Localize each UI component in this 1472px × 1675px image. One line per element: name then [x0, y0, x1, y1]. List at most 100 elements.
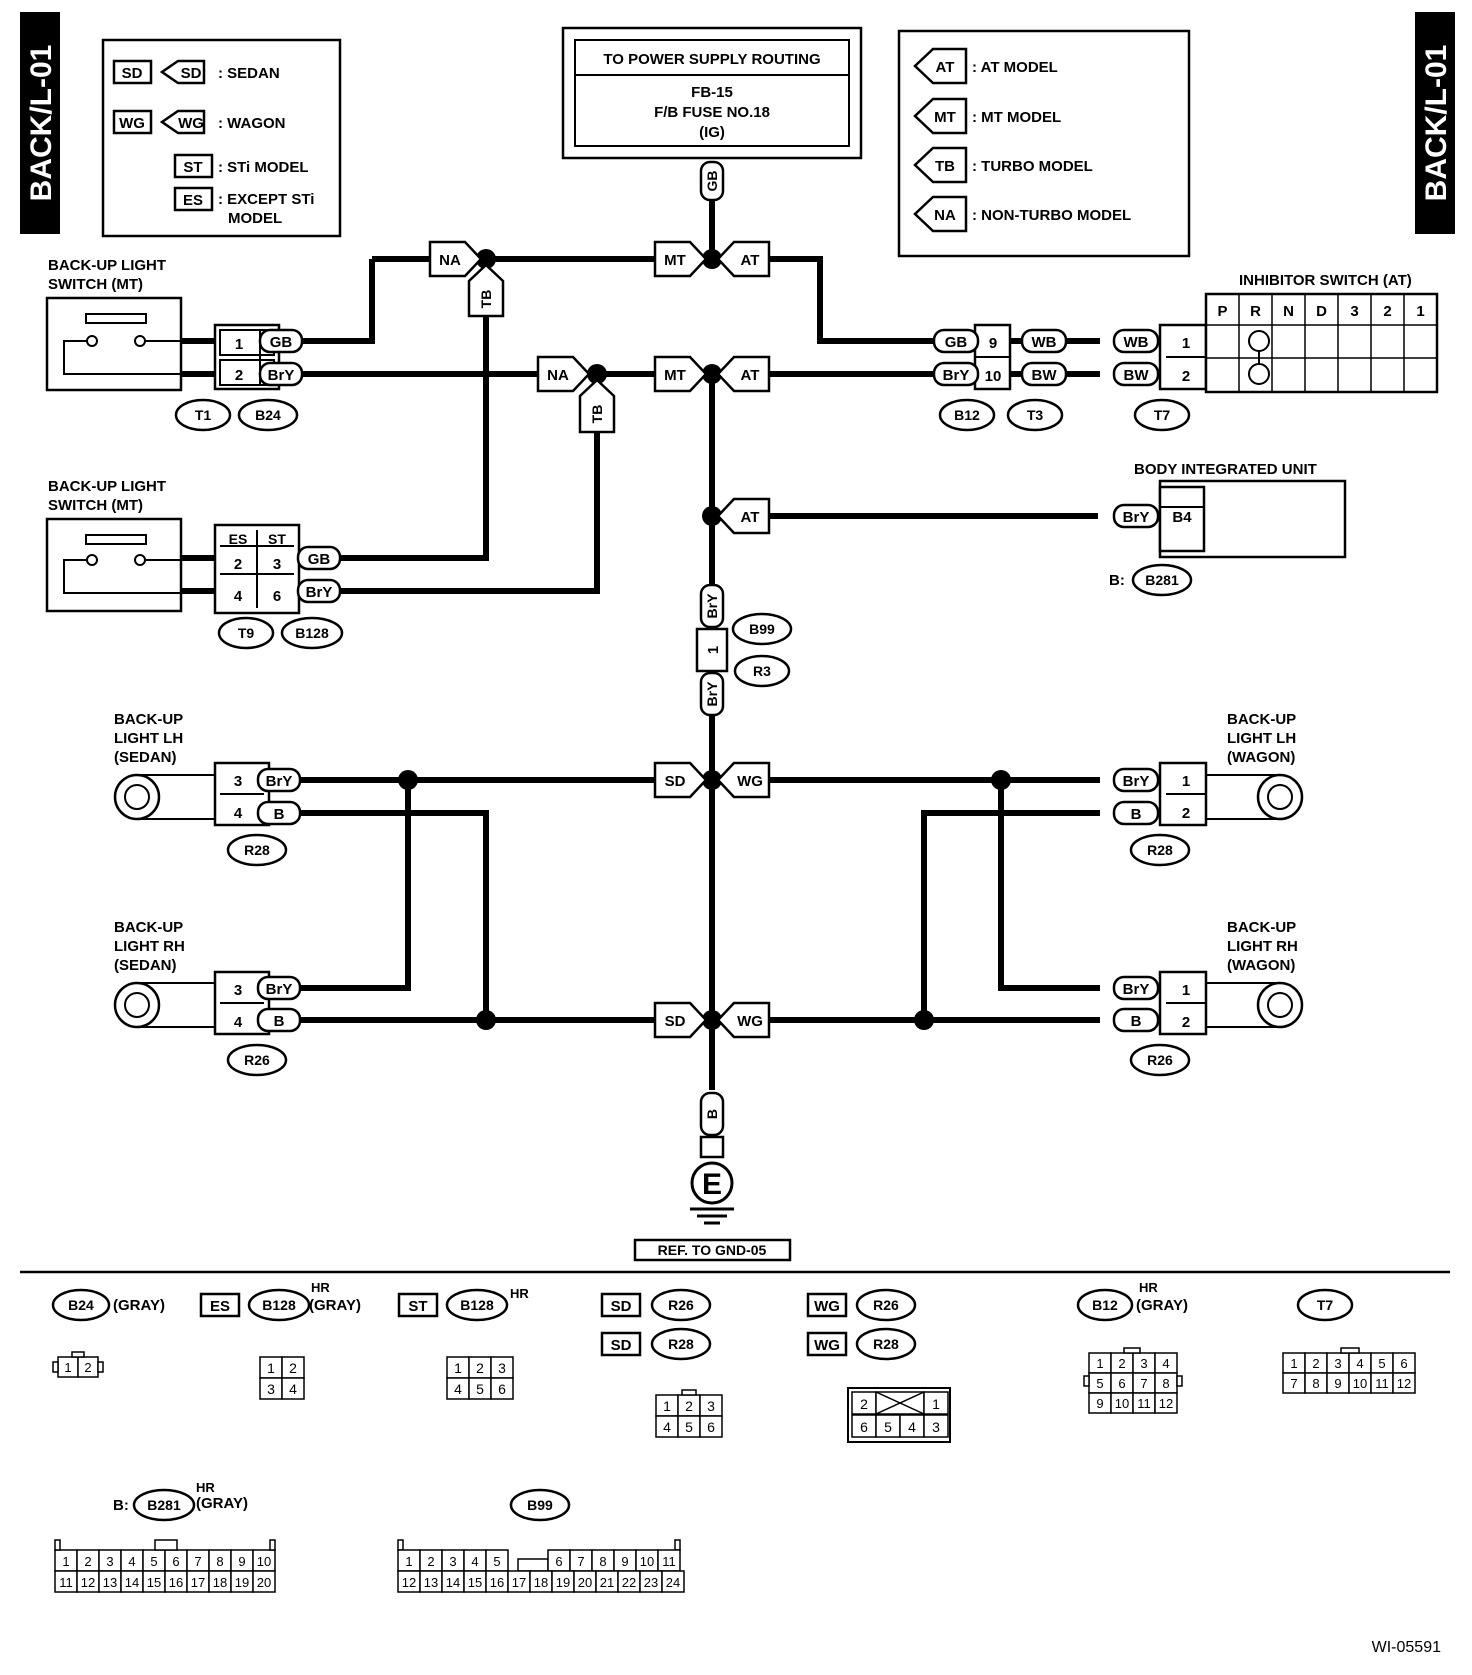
- pin-label: 2: [84, 1554, 91, 1569]
- pin-label: 1: [405, 1554, 412, 1569]
- svg-text:10: 10: [985, 368, 1002, 385]
- svg-text:B: B: [274, 806, 285, 823]
- pin-label: 1: [1096, 1356, 1103, 1371]
- svg-text:MT: MT: [664, 252, 686, 269]
- pin-label: 3: [498, 1360, 506, 1376]
- svg-text:4: 4: [234, 805, 243, 822]
- svg-text:: AT MODEL: : AT MODEL: [972, 59, 1058, 76]
- svg-text:1: 1: [1182, 335, 1190, 352]
- svg-text:REF. TO GND-05: REF. TO GND-05: [658, 1242, 767, 1258]
- svg-text:3: 3: [234, 773, 242, 790]
- pin-label: 19: [556, 1575, 570, 1590]
- pin-label: 5: [476, 1381, 484, 1397]
- pin-label: 1: [1290, 1356, 1297, 1371]
- svg-text:: EXCEPT STi: : EXCEPT STi: [218, 191, 314, 208]
- pin-label: 3: [106, 1554, 113, 1569]
- legend-right: AT : AT MODEL MT : MT MODEL TB : TURBO M…: [897, 29, 1191, 258]
- backup-light-switch-mt-2: BACK-UP LIGHT SWITCH (MT) ES ST 2 3 4 6 …: [45, 478, 344, 650]
- svg-text:WG: WG: [178, 115, 204, 132]
- pin-label: 2: [476, 1360, 484, 1376]
- svg-text:LIGHT LH: LIGHT LH: [114, 730, 183, 747]
- pin-label: 3: [932, 1419, 940, 1435]
- svg-text:WG: WG: [814, 1298, 840, 1315]
- svg-text:WB: WB: [1124, 334, 1149, 351]
- svg-text:BrY: BrY: [704, 681, 720, 707]
- pin-label: 9: [238, 1554, 245, 1569]
- pin-label: 4: [128, 1554, 135, 1569]
- pin-label: 16: [169, 1575, 183, 1590]
- svg-text:B99: B99: [527, 1497, 553, 1513]
- svg-text:: TURBO MODEL: : TURBO MODEL: [972, 158, 1093, 175]
- pin-label: 20: [257, 1575, 271, 1590]
- svg-text:GB: GB: [308, 551, 331, 568]
- svg-text:MODEL: MODEL: [228, 210, 282, 227]
- svg-text:GB: GB: [945, 334, 968, 351]
- pin-label: 13: [424, 1575, 438, 1590]
- svg-text:BACK/L-01: BACK/L-01: [1420, 45, 1453, 202]
- svg-text:BrY: BrY: [1123, 981, 1150, 998]
- svg-text:HR: HR: [510, 1286, 529, 1301]
- pin-label: 1: [64, 1360, 71, 1375]
- pin-label: 2: [860, 1396, 868, 1412]
- pin-label: 9: [1096, 1396, 1103, 1411]
- pin-label: 20: [578, 1575, 592, 1590]
- pin-label: 2: [1312, 1356, 1319, 1371]
- svg-text:ES: ES: [210, 1298, 230, 1315]
- pin-label: 10: [640, 1554, 654, 1569]
- inline-connector-b99-r3: BrY 1 BrY B99 R3: [695, 583, 793, 717]
- svg-text:R26: R26: [873, 1297, 899, 1313]
- svg-text:TO POWER SUPPLY ROUTING: TO POWER SUPPLY ROUTING: [603, 51, 820, 68]
- svg-text:T7: T7: [1154, 407, 1171, 423]
- pin-label: 7: [577, 1554, 584, 1569]
- pin-label: 2: [289, 1360, 297, 1376]
- svg-text:ST: ST: [408, 1298, 427, 1315]
- svg-text:FB-15: FB-15: [691, 84, 733, 101]
- pin-label: 4: [1356, 1356, 1363, 1371]
- page-tag-right: BACK/L-01: [1415, 12, 1455, 234]
- pin-label: 5: [150, 1554, 157, 1569]
- pin-label: 18: [213, 1575, 227, 1590]
- pin-label: 11: [662, 1554, 676, 1569]
- svg-text:TB: TB: [589, 405, 605, 424]
- svg-text:1: 1: [235, 336, 243, 353]
- power-supply-box: TO POWER SUPPLY ROUTING FB-15 F/B FUSE N…: [561, 26, 863, 160]
- pin-label: 4: [663, 1419, 671, 1435]
- svg-text:NA: NA: [547, 367, 569, 384]
- ground: B E REF. TO GND-05: [633, 1091, 792, 1262]
- svg-text:BW: BW: [1124, 367, 1150, 384]
- pin-label: 11: [59, 1575, 73, 1590]
- svg-text:(GRAY): (GRAY): [1136, 1297, 1188, 1314]
- svg-text:2: 2: [235, 367, 243, 384]
- svg-text:B:: B:: [113, 1497, 129, 1514]
- svg-text:ST: ST: [183, 159, 202, 176]
- pin-label: 1: [663, 1398, 671, 1414]
- svg-text:WG: WG: [119, 115, 145, 132]
- svg-text:B: B: [1131, 1013, 1142, 1030]
- pin-label: 5: [884, 1419, 892, 1435]
- pin-label: 19: [235, 1575, 249, 1590]
- inhibitor-position-label: 1: [1416, 303, 1424, 320]
- backup-light-lh-sedan: BACK-UP LIGHT LH (SEDAN) 3 4 BrY B R28: [113, 711, 302, 867]
- svg-text:: STi MODEL: : STi MODEL: [218, 159, 309, 176]
- svg-text:R28: R28: [873, 1336, 899, 1352]
- svg-text:B24: B24: [255, 407, 281, 423]
- svg-text:MT: MT: [664, 367, 686, 384]
- svg-text:R28: R28: [1147, 842, 1173, 858]
- svg-text:R3: R3: [753, 663, 771, 679]
- pin-label: 4: [289, 1381, 297, 1397]
- pin-label: 13: [103, 1575, 117, 1590]
- svg-text:B12: B12: [1092, 1297, 1118, 1313]
- svg-text:BACK-UP: BACK-UP: [1227, 711, 1296, 728]
- svg-text:SD: SD: [611, 1298, 632, 1315]
- page-tag-left: BACK/L-01: [20, 12, 60, 234]
- svg-text:BrY: BrY: [268, 367, 295, 384]
- svg-text:B: B: [1131, 806, 1142, 823]
- svg-text:2: 2: [1182, 1014, 1190, 1031]
